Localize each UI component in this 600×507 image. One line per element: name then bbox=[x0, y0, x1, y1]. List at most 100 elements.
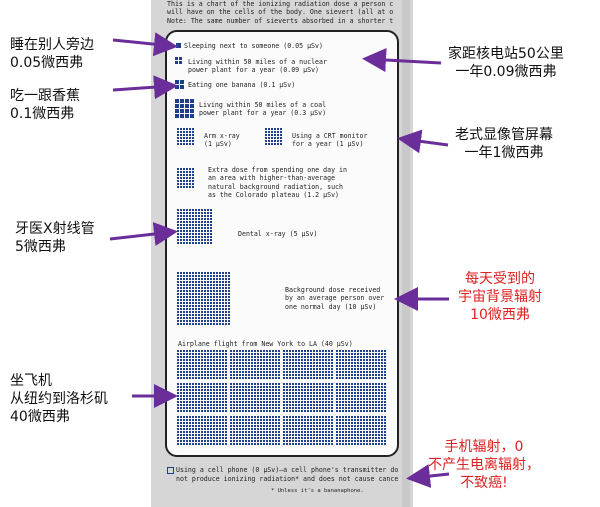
dose-square-flight bbox=[307, 389, 310, 392]
dose-square-background bbox=[204, 302, 207, 305]
dose-square-flight bbox=[192, 362, 195, 365]
dose-square-flight bbox=[360, 368, 363, 371]
dose-square-flight bbox=[260, 356, 263, 359]
dose-square-flight bbox=[192, 371, 195, 374]
dose-square-flight bbox=[366, 362, 369, 365]
dose-square-dental bbox=[192, 239, 195, 242]
dose-square-flight bbox=[295, 443, 298, 446]
dose-square-flight bbox=[381, 443, 384, 446]
dose-square-flight bbox=[266, 437, 269, 440]
dose-square-flight bbox=[378, 383, 381, 386]
dose-square-flight bbox=[325, 428, 328, 431]
dose-square-flight bbox=[357, 419, 360, 422]
dose-square-dental bbox=[180, 230, 183, 233]
dose-square-flight bbox=[183, 410, 186, 413]
dose-square-flight bbox=[289, 437, 292, 440]
dose-square-flight bbox=[257, 386, 260, 389]
dose-square-flight bbox=[186, 401, 189, 404]
dose-square-flight bbox=[292, 422, 295, 425]
dose-square-flight bbox=[248, 365, 251, 368]
label-background-dose: Background dose received by an average p… bbox=[285, 286, 385, 311]
dose-square-flight bbox=[322, 350, 325, 353]
dose-square-flight bbox=[222, 356, 225, 359]
dose-square-flight bbox=[233, 428, 236, 431]
dose-square-flight bbox=[289, 371, 292, 374]
dose-square-background bbox=[177, 290, 180, 293]
dose-square-flight bbox=[269, 371, 272, 374]
dose-square-flight bbox=[233, 431, 236, 434]
dose-square-flight bbox=[272, 392, 275, 395]
dose-square-flight bbox=[375, 443, 378, 446]
dose-square-flight bbox=[239, 383, 242, 386]
dose-square-flight bbox=[260, 443, 263, 446]
dose-square-flight bbox=[322, 434, 325, 437]
dose-square-flight bbox=[339, 395, 342, 398]
dose-square-dental bbox=[198, 221, 201, 224]
dose-square-background bbox=[189, 275, 192, 278]
dose-square-flight bbox=[378, 434, 381, 437]
dose-square-background bbox=[201, 317, 204, 320]
dose-square-flight bbox=[351, 404, 354, 407]
dose-square-flight bbox=[204, 353, 207, 356]
dose-square-flight bbox=[301, 422, 304, 425]
dose-square-background bbox=[198, 299, 201, 302]
dose-square-flight bbox=[248, 422, 251, 425]
dose-square-flight bbox=[328, 362, 331, 365]
dose-square-flight bbox=[210, 437, 213, 440]
dose-square-background bbox=[183, 278, 186, 281]
dose-square-flight bbox=[189, 392, 192, 395]
dose-square-dental bbox=[186, 227, 189, 230]
dose-square-flight bbox=[263, 350, 266, 353]
dose-square-flight bbox=[310, 362, 313, 365]
dose-square-flight bbox=[207, 365, 210, 368]
dose-square-flight bbox=[366, 428, 369, 431]
dose-square-flight bbox=[269, 359, 272, 362]
dose-square-flight bbox=[251, 353, 254, 356]
dose-square-flight bbox=[345, 410, 348, 413]
dose-square-flight bbox=[286, 389, 289, 392]
dose-square-flight bbox=[304, 350, 307, 353]
dose-square-flight bbox=[375, 398, 378, 401]
dose-square-dental bbox=[189, 224, 192, 227]
dose-square-background bbox=[180, 302, 183, 305]
dose-square-background bbox=[204, 290, 207, 293]
dose-square-flight bbox=[345, 359, 348, 362]
dose-square-flight bbox=[210, 356, 213, 359]
dose-square-flight bbox=[310, 428, 313, 431]
dose-square-flight bbox=[204, 416, 207, 419]
dose-square-flight bbox=[357, 434, 360, 437]
dose-square-flight bbox=[266, 419, 269, 422]
dose-square-background bbox=[228, 314, 231, 317]
dose-square-flight bbox=[322, 410, 325, 413]
dose-square-flight bbox=[298, 353, 301, 356]
dose-square-dental bbox=[180, 233, 183, 236]
dose-square-flight bbox=[286, 392, 289, 395]
dose-square-background bbox=[225, 323, 228, 326]
dose-square-flight bbox=[348, 368, 351, 371]
dose-square-flight bbox=[219, 425, 222, 428]
dose-square-arm-xray bbox=[183, 134, 186, 137]
dose-square-dental bbox=[201, 233, 204, 236]
dose-square-flight bbox=[354, 386, 357, 389]
dose-square-flight bbox=[222, 374, 225, 377]
dose-square-background bbox=[204, 323, 207, 326]
dose-square-flight bbox=[183, 350, 186, 353]
dose-square-background bbox=[186, 296, 189, 299]
dose-square-crt bbox=[274, 128, 277, 131]
dose-square-flight bbox=[195, 431, 198, 434]
dose-square-flight bbox=[316, 419, 319, 422]
dose-square-flight bbox=[278, 416, 281, 419]
dose-square-flight bbox=[384, 377, 387, 380]
dose-square-flight bbox=[204, 431, 207, 434]
dose-square-background bbox=[222, 278, 225, 281]
dose-square-flight bbox=[225, 419, 228, 422]
dose-square-dental bbox=[201, 212, 204, 215]
dose-square-flight bbox=[295, 422, 298, 425]
dose-square-flight bbox=[186, 350, 189, 353]
dose-square-flight bbox=[269, 425, 272, 428]
dose-square-flight bbox=[251, 410, 254, 413]
dose-square-flight bbox=[289, 383, 292, 386]
scrollbar[interactable] bbox=[402, 0, 410, 507]
dose-square-flight bbox=[378, 395, 381, 398]
dose-square-flight bbox=[177, 422, 180, 425]
